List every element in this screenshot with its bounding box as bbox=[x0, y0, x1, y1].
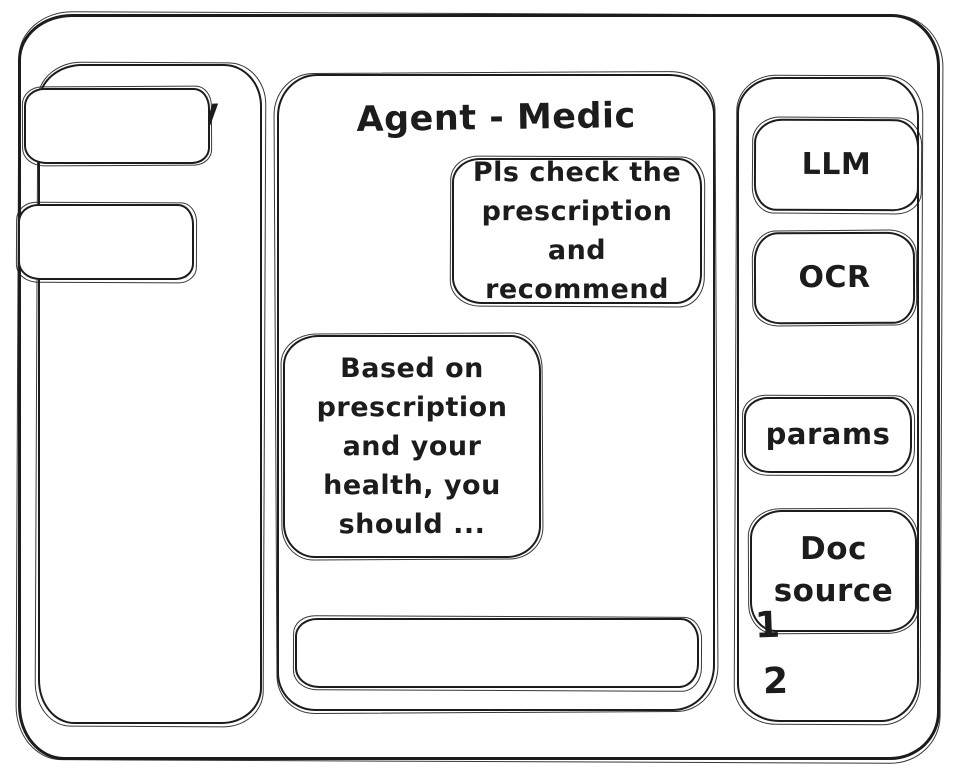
doc-source-item[interactable]: 1 bbox=[754, 604, 782, 647]
user-message-bubble: Pls check the prescription and recommend bbox=[452, 157, 702, 305]
params-button[interactable]: params bbox=[744, 397, 912, 473]
assistant-message-bubble: Based on prescription and your health, y… bbox=[283, 335, 541, 558]
doc-source-button[interactable]: Doc source bbox=[750, 510, 917, 632]
history-panel: History bbox=[38, 64, 262, 724]
ocr-button[interactable]: OCR bbox=[753, 231, 916, 325]
chat-title: Agent - Medic bbox=[356, 96, 637, 140]
history-item[interactable] bbox=[18, 204, 194, 280]
assistant-message-text: Based on prescription and your health, y… bbox=[316, 352, 508, 541]
doc-source-item[interactable]: 2 bbox=[762, 660, 789, 703]
user-message-text: Pls check the prescription and recommend bbox=[472, 156, 682, 306]
message-input-field[interactable] bbox=[307, 624, 691, 682]
message-input[interactable] bbox=[295, 618, 699, 688]
tools-panel: LLM OCR params Doc source 1 2 bbox=[737, 77, 920, 722]
llm-button[interactable]: LLM bbox=[753, 118, 920, 212]
history-item[interactable] bbox=[24, 88, 210, 164]
